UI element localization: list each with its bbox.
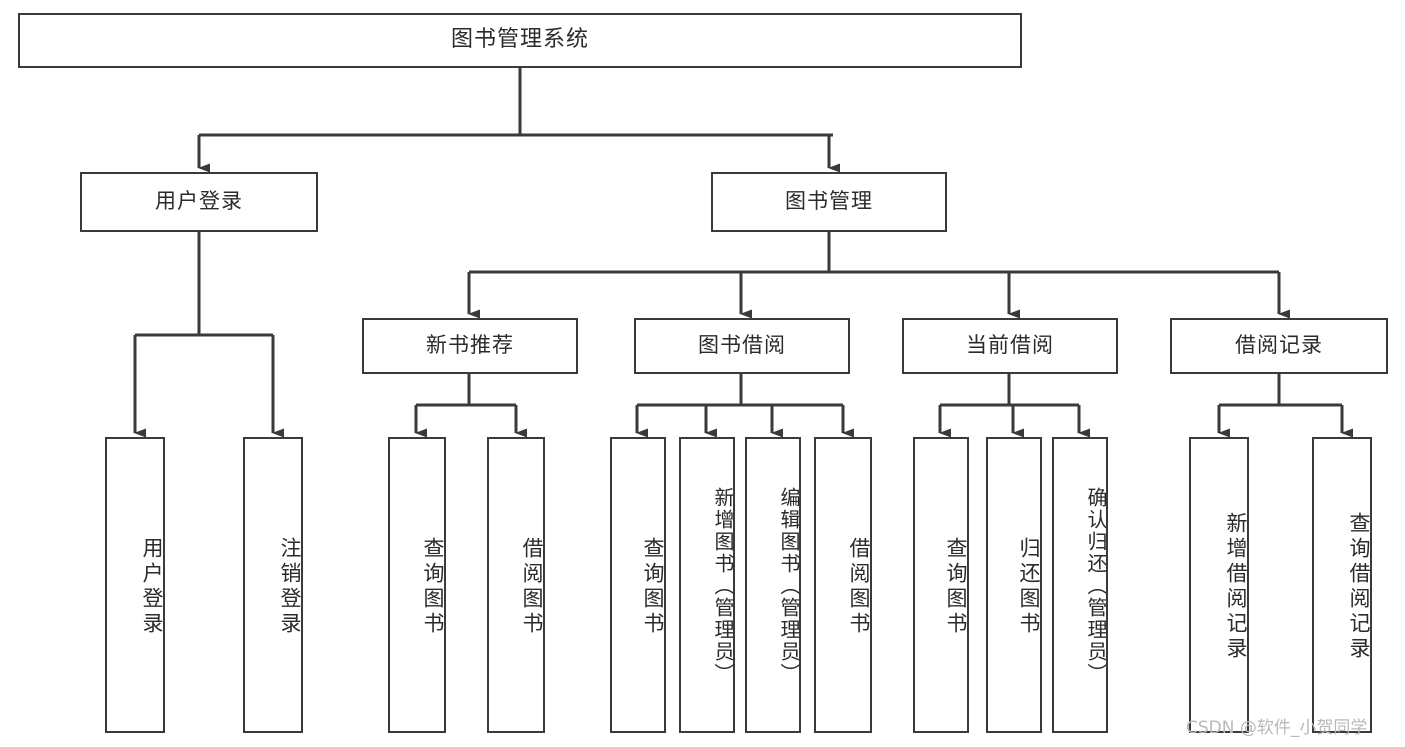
leaf-query-book-2[interactable]: 查询图书 [610,437,666,733]
leaf-logout[interactable]: 注销登录 [243,437,303,733]
node-root[interactable]: 图书管理系统 [18,13,1022,68]
leaf-edit-book-admin[interactable]: 编辑图书（管理员） [745,437,801,733]
node-new-book-recommend[interactable]: 新书推荐 [362,318,578,374]
leaf-confirm-return[interactable]: 确认归还（管理员） [1052,437,1108,733]
node-borrow-record[interactable]: 借阅记录 [1170,318,1388,374]
leaf-return-book[interactable]: 归还图书 [986,437,1042,733]
node-book-borrow[interactable]: 图书借阅 [634,318,850,374]
leaf-add-book-admin[interactable]: 新增图书（管理员） [679,437,735,733]
leaf-user-login[interactable]: 用户登录 [105,437,165,733]
leaf-borrow-book-2[interactable]: 借阅图书 [814,437,872,733]
node-user-login[interactable]: 用户登录 [80,172,318,232]
leaf-query-record[interactable]: 查询借阅记录 [1312,437,1372,733]
leaf-query-book-3[interactable]: 查询图书 [913,437,969,733]
leaf-add-record[interactable]: 新增借阅记录 [1189,437,1249,733]
csdn-watermark: CSDN @软件_小贺同学 [1186,718,1368,738]
leaf-query-book-1[interactable]: 查询图书 [388,437,446,733]
node-current-borrow[interactable]: 当前借阅 [902,318,1118,374]
node-book-manage[interactable]: 图书管理 [711,172,947,232]
leaf-borrow-book-1[interactable]: 借阅图书 [487,437,545,733]
